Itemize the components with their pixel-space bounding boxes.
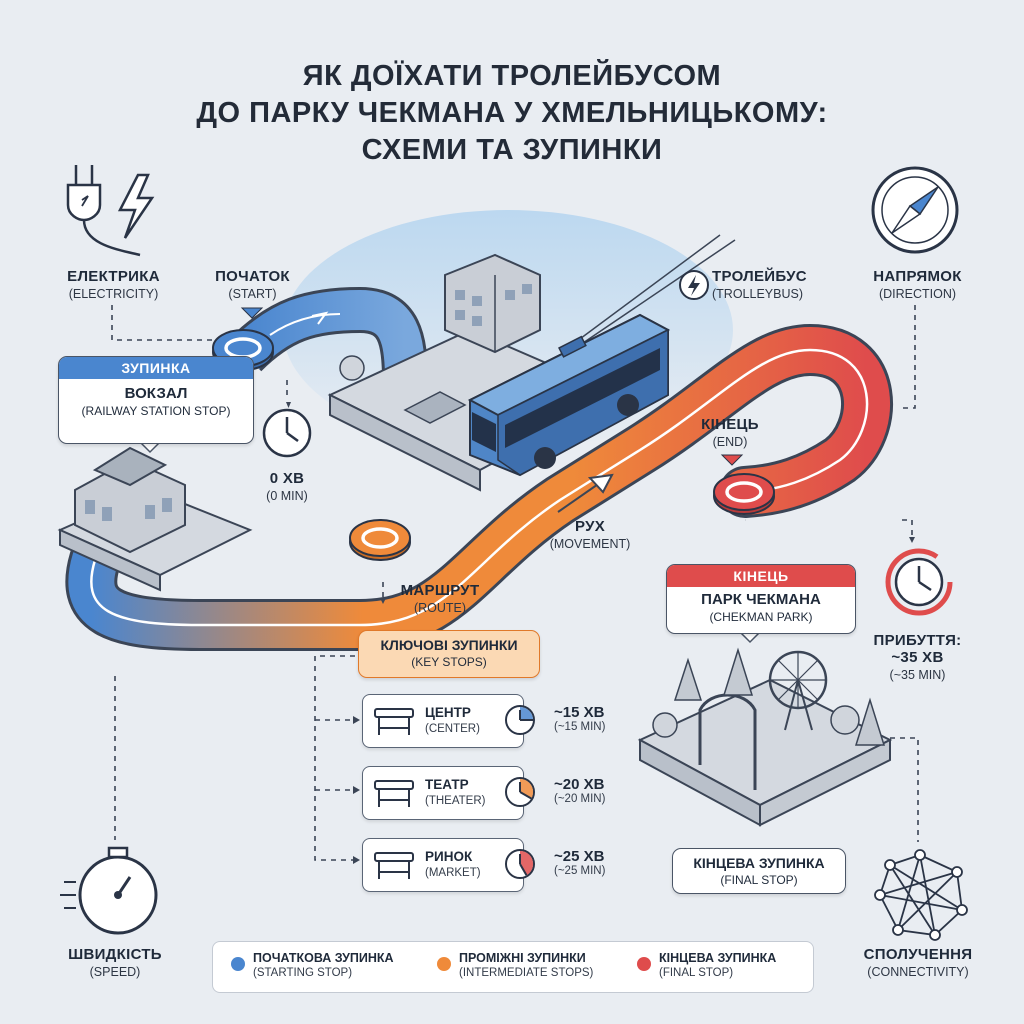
stop-name-en: (THEATER) bbox=[425, 795, 486, 807]
direction-label: НАПРЯМОК (DIRECTION) bbox=[873, 268, 962, 301]
stop-card: РИНОК (MARKET) bbox=[362, 838, 524, 892]
stop-card: ТЕАТР (THEATER) bbox=[362, 766, 524, 820]
compass-icon bbox=[871, 166, 959, 254]
end-card-title: ПАРК ЧЕКМАНА bbox=[701, 591, 821, 608]
stop-name-en: (MARKET) bbox=[425, 867, 481, 879]
stop-name: ЦЕНТР bbox=[425, 705, 471, 720]
stop-name: РИНОК bbox=[425, 849, 473, 864]
speed-label: ШВИДКІСТЬ (SPEED) bbox=[68, 946, 162, 979]
title-line-2: ДО ПАРКУ ЧЕКМАНА У ХМЕЛЬНИЦЬКОМУ: bbox=[196, 97, 828, 129]
arrival-label: ПРИБУТТЯ: ~35 ХВ (~35 MIN) bbox=[873, 632, 962, 682]
legend-dot bbox=[231, 957, 245, 971]
lightning-icon bbox=[117, 173, 155, 239]
plug-icon bbox=[66, 165, 141, 257]
stop-time-clock-icon bbox=[505, 849, 535, 879]
stop-time: ~20 ХВ(~20 MIN) bbox=[554, 776, 606, 805]
intermediate-stop-marker bbox=[349, 519, 411, 561]
clock-icon bbox=[262, 408, 312, 458]
movement-arrow-icon bbox=[557, 473, 614, 513]
dashed-connectors bbox=[111, 305, 919, 861]
stop-card: ЦЕНТР (CENTER) bbox=[362, 694, 524, 748]
start-card-subtitle: (RAILWAY STATION STOP) bbox=[81, 404, 231, 418]
bus-shelter-icon bbox=[374, 780, 414, 807]
bus-shelter-icon bbox=[374, 852, 414, 879]
stop-time-clock-icon bbox=[505, 705, 535, 735]
stop-name: ТЕАТР bbox=[425, 777, 469, 792]
stop-time-clock-icon bbox=[505, 777, 535, 807]
bus-shelter-icon bbox=[374, 708, 414, 735]
title-line-3: СХЕМИ ТА ЗУПИНКИ bbox=[361, 134, 663, 166]
legend-dot bbox=[637, 957, 651, 971]
connectivity-label: СПОЛУЧЕННЯ (CONNECTIVITY) bbox=[863, 946, 973, 979]
stop-name-en: (CENTER) bbox=[425, 723, 480, 735]
start-label: ПОЧАТОК (START) bbox=[215, 268, 290, 301]
trolleybus-icon bbox=[467, 234, 736, 477]
park-illustration bbox=[637, 647, 893, 827]
start-pointer bbox=[240, 307, 264, 319]
trolleybus-badge-icon bbox=[679, 270, 709, 300]
end-card-subtitle: (CHEKMAN PARK) bbox=[709, 610, 813, 624]
trolleybus-label: ТРОЛЕЙБУС (TROLLEYBUS) bbox=[712, 268, 807, 301]
end-stop-marker bbox=[713, 473, 775, 515]
key-stops-heading: КЛЮЧОВІ ЗУПИНКИ (KEY STOPS) bbox=[358, 630, 540, 678]
movement-label: РУХ (MOVEMENT) bbox=[549, 518, 631, 551]
start-card-header: ЗУПИНКА bbox=[59, 357, 253, 379]
end-stop-card: КІНЕЦЬ ПАРК ЧЕКМАНА (CHEKMAN PARK) bbox=[666, 564, 856, 634]
final-stop-card: КІНЦЕВА ЗУПИНКА (FINAL STOP) bbox=[672, 848, 846, 894]
end-card-header: КІНЕЦЬ bbox=[667, 565, 855, 587]
title-line-1: ЯК ДОЇХАТИ ТРОЛЕЙБУСОМ bbox=[302, 60, 722, 92]
page-title: ЯК ДОЇХАТИ ТРОЛЕЙБУСОМ ДО ПАРКУ ЧЕКМАНА … bbox=[0, 58, 1024, 169]
legend: ПОЧАТКОВА ЗУПИНКА (STARTING STOP) ПРОМІЖ… bbox=[212, 941, 814, 993]
end-pointer bbox=[720, 454, 744, 466]
railway-station-illustration bbox=[57, 446, 253, 592]
end-label: КІНЕЦЬ (END) bbox=[701, 416, 759, 449]
network-icon bbox=[874, 849, 968, 941]
route-label: МАРШРУТ (ROUTE) bbox=[400, 582, 480, 615]
start-card-title: ВОКЗАЛ bbox=[124, 385, 188, 402]
start-time-label: 0 ХВ (0 MIN) bbox=[266, 470, 308, 503]
stopwatch-icon bbox=[60, 846, 158, 935]
stop-time: ~15 ХВ(~15 MIN) bbox=[554, 704, 606, 733]
arrival-clock-icon bbox=[885, 548, 953, 616]
electricity-label: ЕЛЕКТРИКА (ELECTRICITY) bbox=[67, 268, 160, 301]
legend-dot bbox=[437, 957, 451, 971]
stop-time: ~25 ХВ(~25 MIN) bbox=[554, 848, 606, 877]
start-stop-card: ЗУПИНКА ВОКЗАЛ (RAILWAY STATION STOP) bbox=[58, 356, 254, 444]
